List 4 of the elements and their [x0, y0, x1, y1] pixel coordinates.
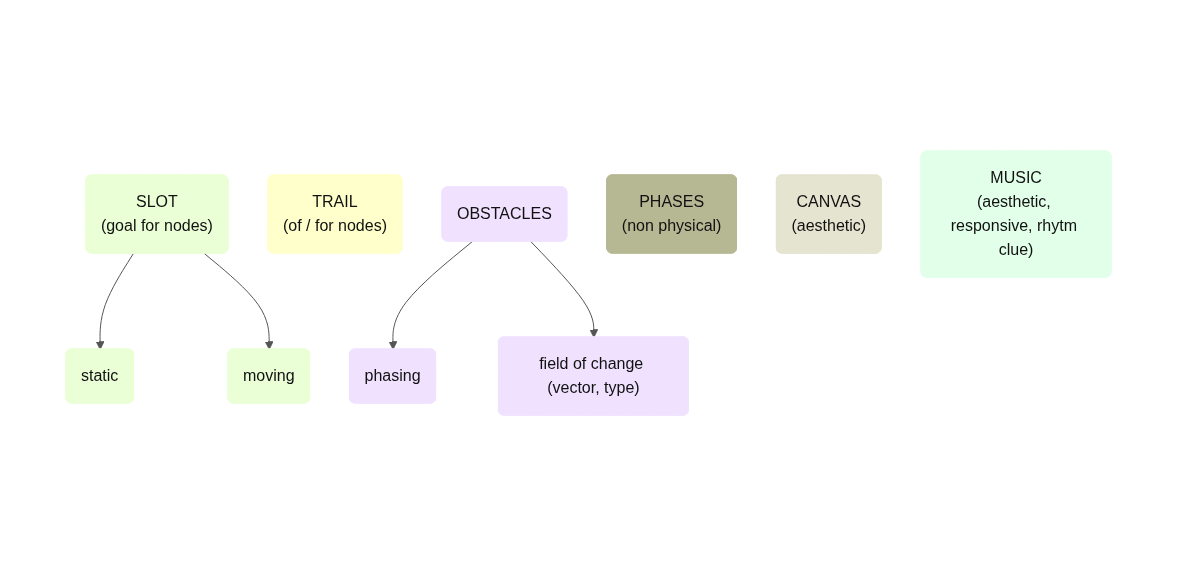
arrow	[96, 253, 135, 350]
arrow	[204, 253, 274, 350]
arrow	[530, 241, 599, 338]
arrow	[389, 241, 474, 350]
